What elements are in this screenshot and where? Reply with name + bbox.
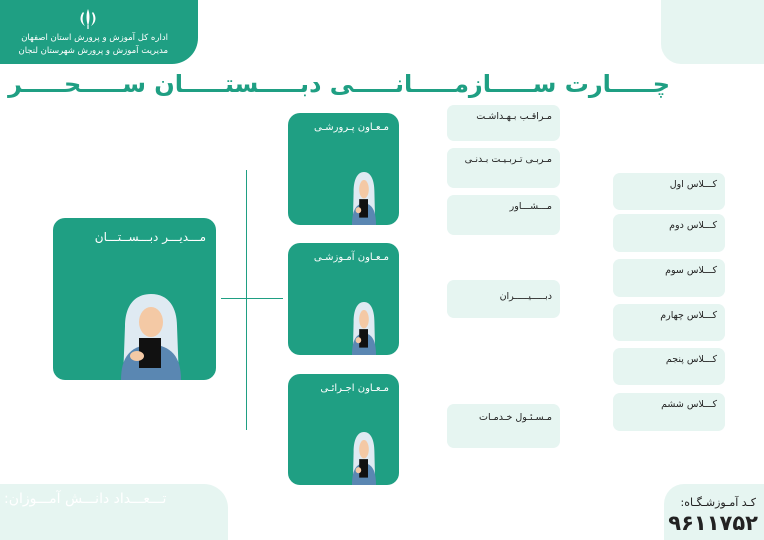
class-label: کـــلاس پنجم bbox=[665, 354, 717, 365]
staff-item: مـراقـب بـهـداشـت bbox=[447, 105, 560, 141]
deputy-card-parvareshi: مـعـاون پـرورشـی bbox=[288, 113, 399, 225]
students-count-label: تـــعـــداد دانـــش آمـــوزان: bbox=[4, 491, 167, 507]
iran-emblem-icon bbox=[80, 9, 96, 29]
staff-item: مـسـئـول خـدمـات bbox=[447, 404, 560, 448]
corner-decoration bbox=[661, 0, 764, 64]
staff-label: مـربـی تـربـیـت بـدنـی bbox=[464, 154, 552, 165]
staff-item: مـربـی تـربـیـت بـدنـی bbox=[447, 148, 560, 188]
class-item: کـــلاس اول bbox=[613, 173, 725, 210]
connector-horizontal bbox=[221, 298, 283, 299]
class-label: کـــلاس اول bbox=[669, 179, 717, 190]
header-org-line1: اداره کل آموزش و پرورش استان اصفهان bbox=[21, 33, 168, 43]
class-item: کـــلاس ششم bbox=[613, 393, 725, 431]
header-banner: اداره کل آموزش و پرورش استان اصفهان مدیر… bbox=[0, 0, 198, 64]
staff-label: دبـــــیـــــران bbox=[499, 291, 552, 302]
class-item: کـــلاس پنجم bbox=[613, 348, 725, 385]
class-item: کـــلاس چهارم bbox=[613, 304, 725, 341]
students-count-box: تـــعـــداد دانـــش آمـــوزان: bbox=[0, 484, 228, 540]
class-item: کـــلاس سوم bbox=[613, 259, 725, 297]
deputy-card-amoozeshi: مـعـاون آمـوزشـی bbox=[288, 243, 399, 355]
hijab-woman-with-tablet-icon bbox=[352, 172, 376, 225]
school-code-value: ۹۶۱۱۷۵۲ bbox=[668, 511, 758, 535]
connector-vertical bbox=[246, 170, 247, 430]
school-code-box: کـد آمـوزشـگـاه: ۹۶۱۱۷۵۲ bbox=[664, 484, 764, 540]
staff-label: مـسـئـول خـدمـات bbox=[479, 412, 552, 423]
principal-card: مـــدیـــر دبـــســتـــان bbox=[53, 218, 216, 380]
class-label: کـــلاس ششم bbox=[661, 399, 717, 410]
school-code-label: کـد آمـوزشـگـاه: bbox=[680, 496, 756, 509]
hijab-woman-with-tablet-icon bbox=[352, 302, 376, 355]
staff-item: دبـــــیـــــران bbox=[447, 280, 560, 318]
deputy-label: مـعـاون آمـوزشـی bbox=[313, 252, 389, 263]
deputy-label: مـعـاون پـرورشـی bbox=[314, 122, 389, 133]
class-item: کـــلاس دوم bbox=[613, 214, 725, 252]
class-label: کـــلاس چهارم bbox=[660, 310, 717, 321]
header-org-line2: مدیریت آموزش و پرورش شهرستان لنجان bbox=[18, 46, 168, 56]
deputy-label: مـعـاون اجـرائـی bbox=[320, 383, 389, 394]
deputy-card-ejraei: مـعـاون اجـرائـی bbox=[288, 374, 399, 485]
staff-item: مـــشـــاور bbox=[447, 195, 560, 235]
class-label: کـــلاس دوم bbox=[669, 220, 717, 231]
class-label: کـــلاس سوم bbox=[665, 265, 717, 276]
principal-label: مـــدیـــر دبـــســتـــان bbox=[94, 230, 206, 244]
chart-title: چـــــارت ســـــازمـــــانـــــی دبـــــ… bbox=[8, 70, 670, 98]
hijab-woman-with-tablet-icon bbox=[352, 432, 376, 485]
staff-label: مـراقـب بـهـداشـت bbox=[476, 111, 552, 122]
staff-label: مـــشـــاور bbox=[509, 201, 552, 212]
hijab-woman-with-tablet-icon bbox=[121, 294, 181, 380]
